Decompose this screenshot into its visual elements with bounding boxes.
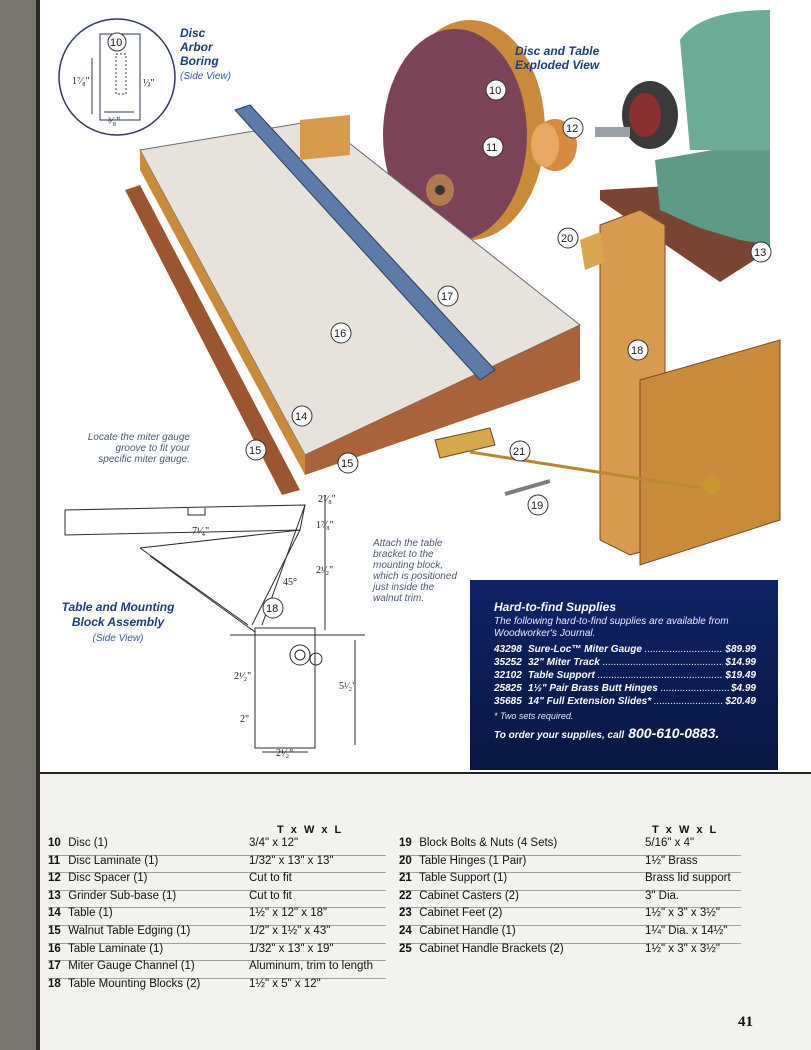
dim-block-width: 2¹⁄₂"	[276, 748, 293, 759]
sanding-disc: 10 11	[383, 20, 545, 241]
svg-text:18: 18	[266, 603, 278, 615]
arbor-dim-left: 1⁷⁄₈"	[72, 76, 90, 87]
miter-gauge-note: Locate the miter gauge groove to fit you…	[87, 432, 190, 465]
material-row: 17 Miter Gauge Channel (1)Aluminum, trim…	[48, 960, 386, 979]
materials-header-right: T x W x L	[652, 824, 719, 836]
dim-bracket-a: 1⁷⁄₈"	[316, 520, 334, 531]
material-row: 23 Cabinet Feet (2)1½" x 3" x 3½"	[399, 907, 741, 926]
material-row: 11 Disc Laminate (1)1/32" x 13" x 13"	[48, 855, 386, 874]
table-assembly: 16 17 14 15 15	[125, 104, 581, 495]
exploded-view-title: Disc and Table Exploded View	[515, 44, 600, 72]
materials-header-left: T x W x L	[277, 824, 344, 836]
svg-text:14: 14	[295, 411, 307, 423]
dim-block-a: 2¹⁄₂"	[234, 671, 251, 682]
supplies-footnote: * Two sets required.	[494, 711, 574, 721]
dim-groove: 7¹⁄₄"	[192, 526, 209, 537]
dim-block-b: 2"	[240, 714, 249, 725]
mounting-block: 20 18	[557, 209, 781, 566]
material-row: 24 Cabinet Handle (1)1¼" Dia. x 14½"	[399, 925, 741, 944]
exploded-view-illustration: 10 1⁷⁄₈" ½" ³⁄₈" 13 10 11 12	[58, 10, 781, 759]
dim-block-height: 5¹⁄₂"	[339, 681, 356, 692]
svg-text:11: 11	[486, 142, 497, 154]
material-row: 10 Disc (1)3/4" x 12"	[48, 837, 386, 856]
material-row: 16 Table Laminate (1)1/32" x 13" x 19"	[48, 943, 386, 962]
svg-text:16: 16	[334, 328, 346, 340]
dim-angle: 45°	[283, 577, 297, 588]
svg-text:20: 20	[561, 233, 573, 245]
page-border	[36, 0, 40, 1050]
side-view-dimensions: 18 2⁷⁄₈" 7¹⁄₄" 1⁷⁄₈" 2¹⁄₂" 45° 2¹⁄₂" 2" …	[192, 494, 356, 759]
phone-number[interactable]: 800-610-0883.	[628, 725, 720, 741]
svg-text:17: 17	[441, 291, 453, 303]
arbor-dim-right: ½"	[143, 78, 155, 89]
table-support-and-bolt: 21 19	[434, 427, 721, 516]
assembly-side-view-drawing	[64, 495, 365, 753]
arbor-dim-bottom: ³⁄₈"	[108, 116, 120, 127]
svg-text:19: 19	[531, 500, 543, 512]
material-row: 22 Cabinet Casters (2)3" Dia.	[399, 890, 741, 909]
page-number: 41	[738, 1014, 753, 1030]
svg-text:15: 15	[249, 445, 261, 457]
svg-text:10: 10	[110, 37, 122, 49]
assembly-title: Table and Mounting Block Assembly (Side …	[61, 600, 175, 644]
material-row: 20 Table Hinges (1 Pair)1½" Brass	[399, 855, 741, 874]
svg-text:13: 13	[754, 247, 766, 259]
material-row: 18 Table Mounting Blocks (2)1½" x 5" x 1…	[48, 977, 321, 990]
supplies-title: Hard-to-find Supplies	[494, 600, 616, 614]
supplies-box: Hard-to-find Supplies The following hard…	[470, 580, 778, 770]
svg-text:21: 21	[513, 446, 525, 458]
divider-rule	[40, 772, 811, 774]
svg-text:10: 10	[489, 85, 501, 97]
bracket-note: Attach the table bracket to the mounting…	[373, 538, 457, 604]
grinder-illustration: 13	[595, 10, 772, 282]
disc-spacer: 12	[531, 117, 584, 171]
dim-top-width: 2⁷⁄₈"	[318, 494, 336, 505]
material-row: 12 Disc Spacer (1)Cut to fit	[48, 872, 386, 891]
svg-text:15: 15	[341, 458, 353, 470]
material-row: 14 Table (1)1½" x 12" x 18"	[48, 907, 386, 926]
material-row: 19 Block Bolts & Nuts (4 Sets)5/16" x 4"	[399, 837, 741, 856]
disc-arbor-boring-inset: 10 1⁷⁄₈" ½" ³⁄₈"	[58, 18, 176, 136]
svg-text:18: 18	[631, 345, 643, 357]
material-row: 25 Cabinet Handle Brackets (2)1½" x 3" x…	[399, 942, 720, 955]
materials-panel	[40, 774, 811, 1050]
material-row: 15 Walnut Table Edging (1)1/2" x 1½" x 4…	[48, 925, 386, 944]
dim-bracket-b: 2¹⁄₂"	[316, 565, 333, 576]
disc-arbor-title: Disc Arbor Boring (Side View)	[180, 26, 231, 82]
material-row: 21 Table Support (1)Brass lid support	[399, 872, 741, 891]
material-row: 13 Grinder Sub-base (1)Cut to fit	[48, 890, 386, 909]
book-spine-edge	[0, 0, 36, 1050]
supplies-intro: The following hard-to-find supplies are …	[494, 616, 729, 639]
svg-text:12: 12	[566, 123, 578, 135]
